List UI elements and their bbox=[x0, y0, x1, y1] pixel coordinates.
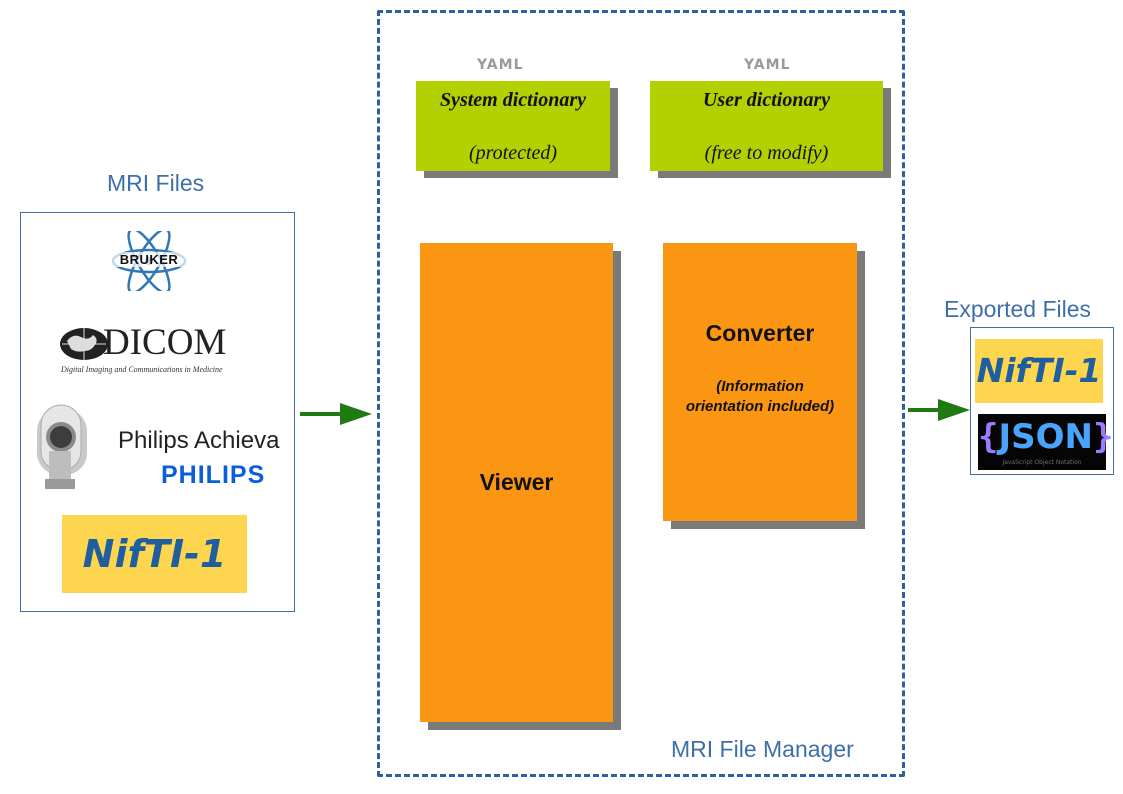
json-brace-open: { bbox=[978, 417, 999, 457]
converter-note-line1: (Information bbox=[716, 378, 804, 395]
system-dictionary-title: System dictionary bbox=[439, 89, 587, 111]
globe-icon bbox=[60, 328, 108, 360]
system-dictionary-subtitle: (protected) bbox=[468, 142, 558, 164]
yaml-label-user: YAML bbox=[744, 57, 791, 73]
yaml-label-system: YAML bbox=[477, 57, 524, 73]
json-tagline: JavaScript Object Notation bbox=[1002, 459, 1082, 466]
dicom-wordmark: DICOM bbox=[103, 322, 227, 363]
json-brace-close: } bbox=[1092, 417, 1114, 457]
viewer-label: Viewer bbox=[479, 469, 554, 495]
mri-files-title: MRI Files bbox=[107, 170, 205, 196]
user-dictionary-title: User dictionary bbox=[702, 89, 831, 111]
exported-files-panel: NifTI-1 {JSON} JavaScript Object Notatio… bbox=[970, 327, 1114, 475]
mri-file-manager-title: MRI File Manager bbox=[671, 736, 854, 762]
dicom-tagline: Digital Imaging and Communications in Me… bbox=[61, 365, 223, 374]
philips-achieva-label: Philips Achieva bbox=[118, 427, 280, 454]
input-arrow bbox=[300, 403, 372, 425]
converter-note-line2: orientation included) bbox=[685, 398, 835, 415]
mri-file-manager-box bbox=[377, 10, 905, 777]
nifti-logo-export: NifTI-1 bbox=[975, 339, 1103, 403]
json-word: JSON bbox=[998, 417, 1093, 457]
json-wordmark: {JSON} bbox=[978, 416, 1113, 465]
philips-logo: PHILIPS bbox=[161, 461, 266, 489]
exported-files-title: Exported Files bbox=[944, 296, 1092, 322]
user-dictionary-subtitle: (free to modify) bbox=[704, 142, 829, 164]
bruker-logo: BRUKER bbox=[99, 228, 199, 294]
bruker-label: BRUKER bbox=[103, 252, 195, 267]
nifti-logo-input: NifTI-1 bbox=[62, 515, 247, 593]
mri-files-panel: BRUKER DICOM Digital Imaging and Communi… bbox=[20, 212, 295, 612]
dicom-logo: DICOM Digital Imaging and Communications… bbox=[59, 322, 249, 377]
user-dictionary-box: User dictionary (free to modify) bbox=[650, 81, 883, 171]
mri-scanner-image bbox=[31, 401, 91, 497]
json-logo: {JSON} JavaScript Object Notation bbox=[978, 414, 1113, 470]
output-arrow bbox=[908, 399, 970, 421]
viewer-box: Viewer bbox=[420, 243, 613, 722]
converter-label: Converter bbox=[705, 320, 815, 346]
mri-scanner-icon bbox=[37, 404, 87, 489]
converter-box: Converter (Information orientation inclu… bbox=[663, 243, 857, 521]
system-dictionary-box: System dictionary (protected) bbox=[416, 81, 610, 171]
